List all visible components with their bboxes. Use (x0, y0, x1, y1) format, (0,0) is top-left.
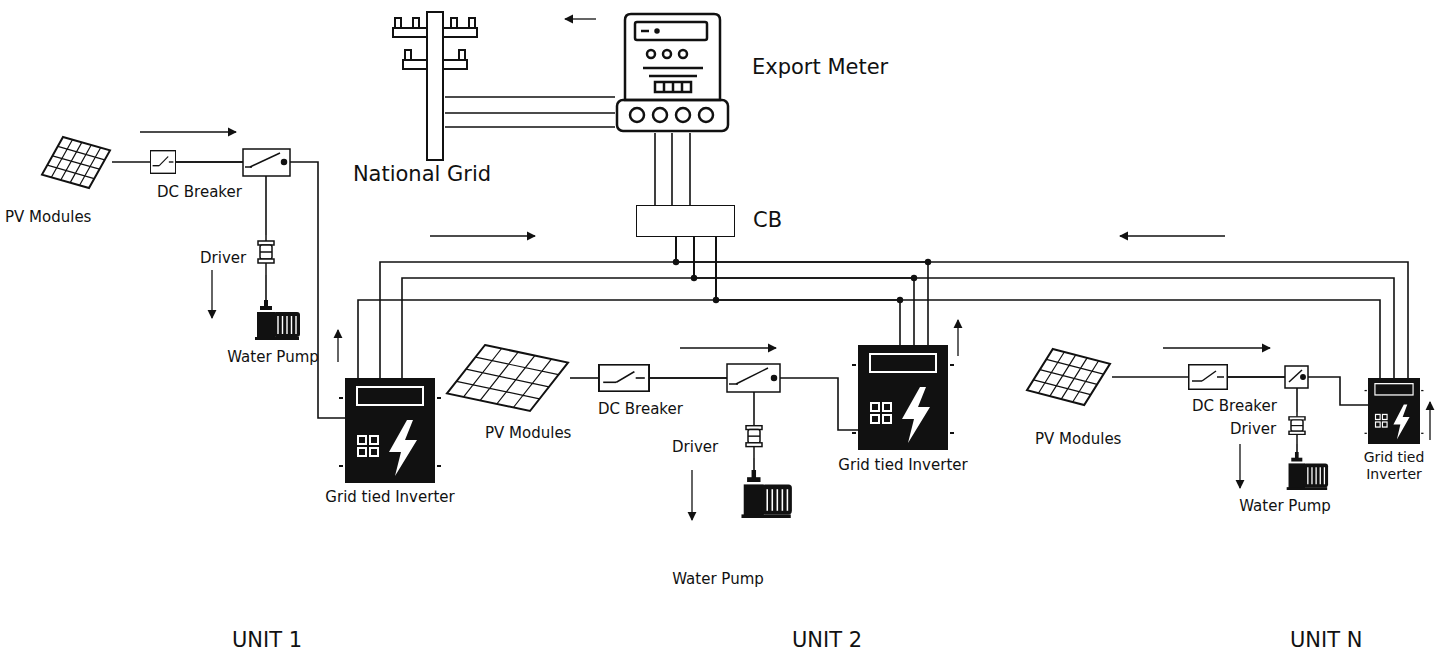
pv-module: PV Modules (1025, 347, 1112, 407)
wire-connector (1112, 376, 1188, 378)
switch-symbol (243, 149, 290, 176)
dc-breaker: DC Breaker (150, 150, 176, 174)
node-label: PV Modules (5, 208, 91, 226)
node-label: Driver (200, 249, 246, 267)
export-meter: Export Meter (615, 12, 730, 133)
dc-breaker-icon (598, 364, 650, 392)
export-meter-icon (615, 12, 730, 133)
pump-driver-icon (1287, 412, 1307, 444)
water-pump: Water Pump (1283, 452, 1329, 490)
junction-dot (897, 297, 903, 303)
pump-driver: Driver (1287, 412, 1307, 444)
node-label: Water Pump (672, 570, 764, 588)
wire-connector (265, 275, 267, 300)
node-label: DC Breaker (157, 183, 242, 201)
water-pump: Water Pump (737, 470, 793, 518)
node-label: Driver (672, 438, 718, 456)
pv-module-icon (445, 343, 570, 413)
pv-module-icon (40, 135, 112, 190)
node-label: Water Pump (227, 348, 319, 366)
wire-connector (655, 133, 690, 205)
water-pump-icon (1283, 452, 1329, 490)
node-label: Grid tied Inverter (325, 488, 454, 506)
wire-connector (753, 458, 755, 470)
grid-tied-inverter: Grid tied Inverter (858, 345, 948, 450)
node-label: DC Breaker (598, 400, 683, 418)
wire-connector (112, 161, 150, 163)
junction-dot (925, 259, 931, 265)
grid-pole: National Grid (425, 12, 445, 160)
pump-driver: Driver (256, 235, 276, 275)
water-pump-icon (737, 470, 793, 518)
wire-connector (1296, 444, 1298, 452)
dc-breaker-icon (150, 150, 176, 174)
wire-connector (676, 237, 1408, 378)
node-label: DC Breaker (1192, 397, 1277, 415)
node-label: Water Pump (1239, 497, 1331, 515)
junction-dot (911, 275, 917, 281)
pv-module: PV Modules (445, 343, 570, 413)
node-label: CB (753, 208, 782, 233)
circuit-breaker-box: CB (636, 205, 735, 237)
node-label: Driver (1230, 420, 1276, 438)
dc-breaker: DC Breaker (1188, 364, 1228, 390)
wire-connector (676, 237, 928, 345)
switch-symbol (1285, 366, 1308, 388)
junction-dot (673, 259, 679, 265)
wire-connector (570, 377, 598, 379)
node-label: Grid tied Inverter (838, 456, 967, 474)
pump-driver-icon (744, 420, 764, 458)
wire-connector (445, 97, 615, 127)
grid-tied-inverter-icon (345, 378, 435, 483)
switch-symbol (727, 364, 780, 392)
junction-dot (691, 275, 697, 281)
grid-tied-inverter: Grid tied Inverter (1368, 378, 1420, 444)
grid-tied-inverter-icon (1368, 378, 1420, 444)
flow-arrow (140, 19, 1430, 520)
grid-tied-inverter: Grid tied Inverter (345, 378, 435, 483)
unit-label: UNIT 1 (232, 628, 302, 653)
pump-driver-icon (256, 235, 276, 275)
node-label: Grid tied Inverter (1353, 449, 1435, 483)
pv-module: PV Modules (40, 135, 112, 190)
node-label: PV Modules (485, 424, 571, 442)
dc-breaker-icon (1188, 364, 1228, 390)
grid-pole-icon (385, 12, 485, 160)
grid-tied-inverter-icon (858, 345, 948, 450)
unit-label: UNIT N (1290, 628, 1363, 653)
pump-driver: Driver (744, 420, 764, 458)
unit-label: UNIT 2 (792, 628, 862, 653)
junction-dot (713, 297, 719, 303)
dc-breaker: DC Breaker (598, 364, 650, 392)
pv-module-icon (1025, 347, 1112, 407)
water-pump: Water Pump (251, 300, 301, 340)
node-label: National Grid (353, 162, 491, 187)
node-label: Export Meter (752, 55, 888, 80)
node-label: PV Modules (1035, 430, 1121, 448)
water-pump-icon (251, 300, 301, 340)
